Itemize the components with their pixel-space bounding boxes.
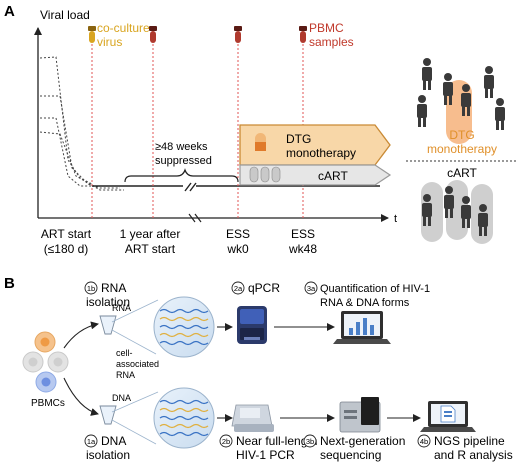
timepoint-4-line1: ESS	[291, 227, 315, 241]
nfl-pcr-label-line2: HIV-1 PCR	[236, 448, 295, 462]
legend-dtg-label-line1: DTG	[449, 128, 474, 142]
dna-tube-icon	[99, 405, 117, 425]
svg-text:2a: 2a	[234, 284, 243, 293]
ngs-label-line2: sequencing	[320, 448, 381, 462]
cart-people-group	[421, 180, 493, 244]
badge-4b: 4b	[417, 434, 431, 448]
badge-3a: 3a	[304, 281, 318, 295]
pipeline-label-line1: NGS pipeline	[434, 434, 505, 448]
nucleic-acid-waves	[159, 308, 209, 437]
dtg-bar-label-line1: DTG	[286, 132, 311, 146]
dtg-bar-label-line2: monotherapy	[286, 146, 356, 160]
nucleic-acid-strand	[159, 415, 209, 421]
timepoint-1-line2: (≤180 d)	[44, 242, 89, 256]
nucleic-acid-strand	[159, 431, 209, 437]
cart-pills-icon	[249, 166, 281, 183]
axes	[34, 27, 389, 223]
pbmc-label-line1: PBMC	[309, 21, 344, 35]
legend-dtg-label-line2: monotherapy	[427, 142, 497, 156]
ngs-label-line1: Next-generation	[320, 434, 405, 448]
sequencer-icon	[339, 397, 381, 433]
timepoint-2-line1: 1 year after	[120, 227, 181, 241]
svg-text:1a: 1a	[87, 437, 96, 446]
nucleic-acid-strand	[159, 340, 209, 346]
pcr-machine-icon	[231, 404, 274, 432]
timepoint-3-line2: wk0	[226, 242, 249, 256]
nfl-pcr-label-line1: Near full-length	[236, 434, 317, 448]
branch-arrow-dna	[63, 377, 99, 416]
badge-2a: 2a	[231, 281, 245, 295]
legend-cart-label: cART	[447, 166, 477, 180]
dtg-pill-icon	[255, 133, 266, 151]
svg-text:1b: 1b	[87, 284, 95, 293]
x-axis-label: t	[394, 213, 397, 225]
nucleic-acid-strand	[159, 407, 209, 413]
coculture-label-line2: virus	[97, 35, 122, 49]
cell-associated-label-line3: RNA	[116, 370, 135, 380]
pbmc-cells-icon	[22, 331, 69, 393]
suppressed-label-line1: ≥48 weeks	[155, 141, 208, 153]
svg-text:3a: 3a	[307, 284, 316, 293]
nucleic-acid-strand	[159, 332, 209, 338]
tube-wk48	[299, 26, 307, 43]
nucleic-acid-strand	[159, 308, 209, 314]
badge-1a: 1a	[84, 434, 98, 448]
timepoint-4-line2: wk48	[288, 242, 317, 256]
cell-associated-label-line2: associated	[116, 359, 159, 369]
nucleic-acid-strand	[159, 316, 209, 322]
dtg-bar	[239, 124, 391, 166]
panel-a-letter: A	[4, 3, 15, 20]
quant-label-line2: RNA & DNA forms	[320, 297, 410, 309]
y-axis-label: Viral load	[40, 8, 90, 22]
sample-lines	[91, 44, 304, 218]
qpcr-machine-icon	[237, 306, 267, 344]
timepoint-3-line1: ESS	[226, 227, 250, 241]
nucleic-acid-strand	[159, 423, 209, 429]
rna-tube-icon	[99, 315, 117, 335]
viral-load-curves	[39, 56, 124, 191]
rna-isolation-label-line2: isolation	[86, 295, 130, 309]
panel-b-letter: B	[4, 275, 15, 292]
badge-2b: 2b	[219, 434, 233, 448]
laptop-file-icon	[420, 401, 476, 432]
cart-bar-label: cART	[318, 169, 348, 183]
pbmc-label: PBMCs	[31, 398, 65, 409]
quant-label-line1: Quantification of HIV-1	[320, 283, 430, 295]
pbmc-label-line2: samples	[309, 35, 354, 49]
dna-branch-label: DNA	[112, 393, 131, 403]
nucleic-acid-strand	[159, 399, 209, 405]
cell-associated-label-line1: cell-	[116, 348, 133, 358]
rna-branch-label: RNA	[112, 303, 131, 313]
svg-text:3b: 3b	[306, 437, 314, 446]
badge-3b: 3b	[303, 434, 317, 448]
suppressed-baseline	[92, 182, 380, 192]
tube-wk0	[234, 26, 242, 43]
rna-isolation-label-line1: RNA	[101, 281, 126, 295]
timepoint-2-line2: ART start	[125, 242, 176, 256]
suppressed-label-line2: suppressed	[155, 155, 212, 167]
dna-isolation-label-line1: DNA	[101, 434, 126, 448]
qpcr-label: qPCR	[248, 281, 280, 295]
svg-text:2b: 2b	[222, 437, 230, 446]
dna-isolation-label-line2: isolation	[86, 448, 130, 462]
badge-1b: 1b	[84, 281, 98, 295]
suppressed-brace	[124, 168, 239, 183]
dtg-people-group	[417, 58, 505, 144]
tube-coculture	[88, 26, 96, 43]
branch-arrow-rna	[63, 321, 99, 349]
coculture-label-line1: co-culture	[97, 21, 150, 35]
svg-text:4b: 4b	[420, 437, 428, 446]
laptop-chart-icon	[333, 311, 391, 344]
pipeline-label-line2: and R analysis	[434, 448, 513, 462]
tube-1yr	[149, 26, 157, 43]
nucleic-acid-strand	[159, 324, 209, 330]
timepoint-1-line1: ART start	[41, 227, 92, 241]
